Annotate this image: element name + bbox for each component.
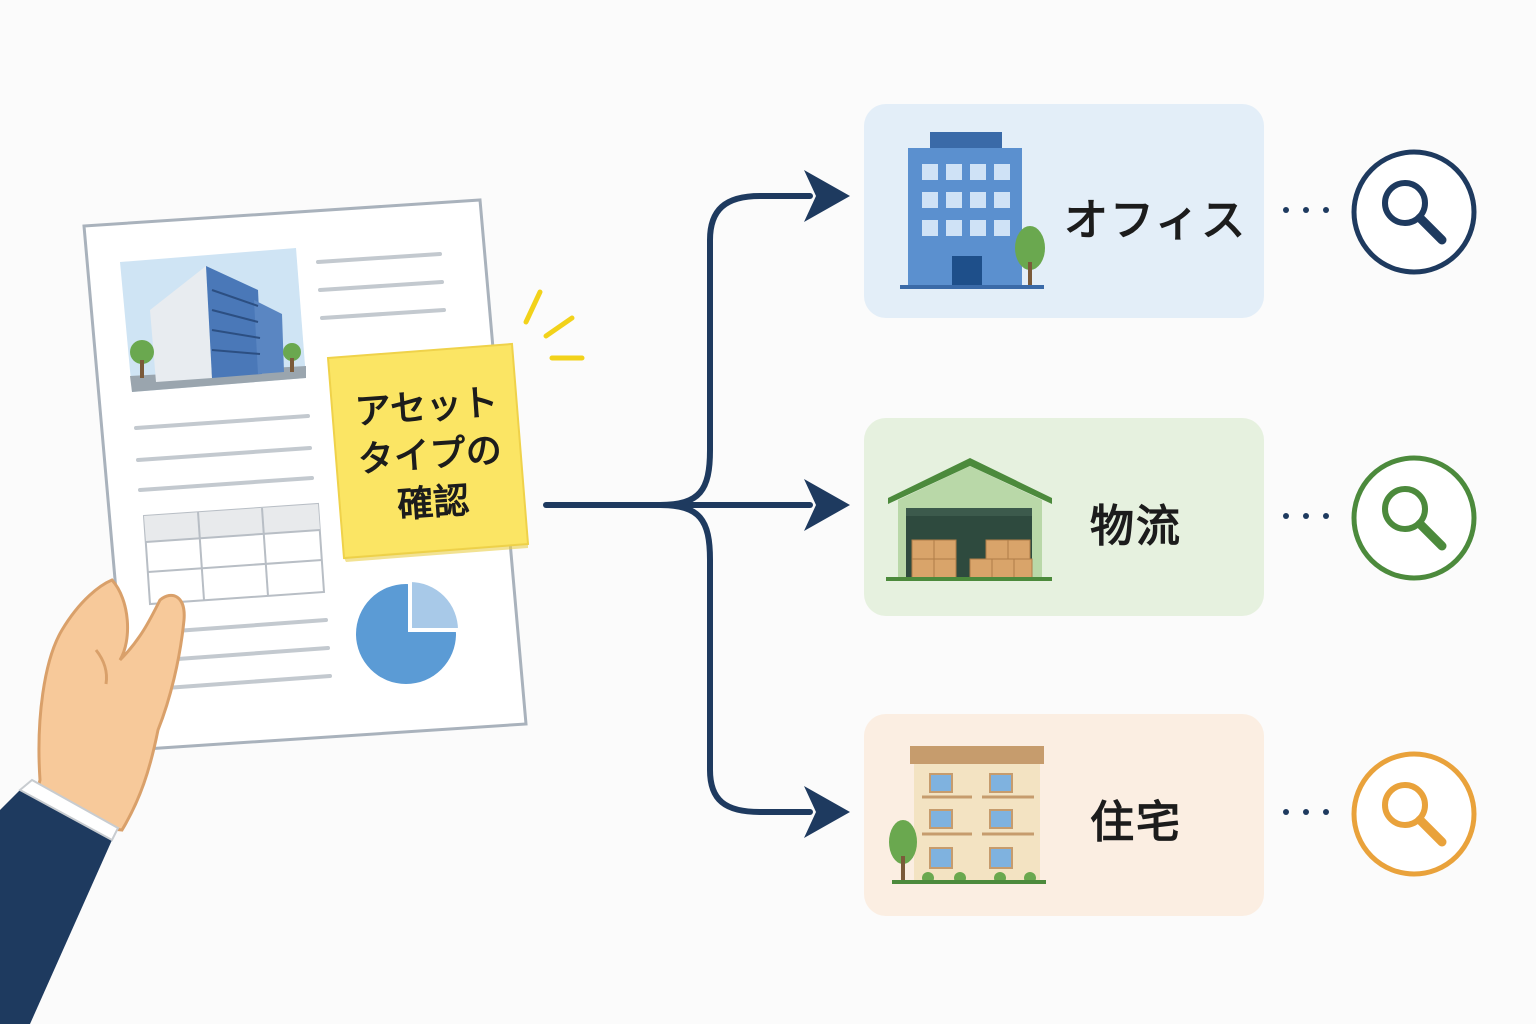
residential-label: 住宅 (1090, 797, 1182, 848)
highlight-marks (523, 289, 585, 361)
arrow-head-logistics (804, 479, 850, 531)
logistics-label: 物流 (1090, 501, 1182, 552)
document-table (142, 502, 326, 606)
arrow-head-residential (804, 786, 850, 838)
document-pie-chart (356, 577, 463, 684)
search-icon-office[interactable] (1351, 149, 1477, 275)
document-text-lines (134, 252, 446, 690)
hand (0, 578, 186, 1024)
document (82, 198, 528, 752)
office-label: オフィス (1064, 195, 1248, 246)
arrow-head-office (804, 170, 850, 222)
sticky-note-text: アセット タイプの 確認 (325, 377, 535, 535)
warehouse-icon (886, 458, 1052, 581)
sticky-note (326, 342, 530, 562)
apartment-icon (889, 746, 1046, 884)
search-icon-residential[interactable] (1351, 751, 1477, 877)
branch-arrows (543, 193, 813, 815)
building-photo (120, 248, 306, 392)
office-building-icon (900, 132, 1045, 289)
dotted-leaders (1283, 207, 1329, 815)
search-icon-logistics[interactable] (1351, 455, 1477, 581)
